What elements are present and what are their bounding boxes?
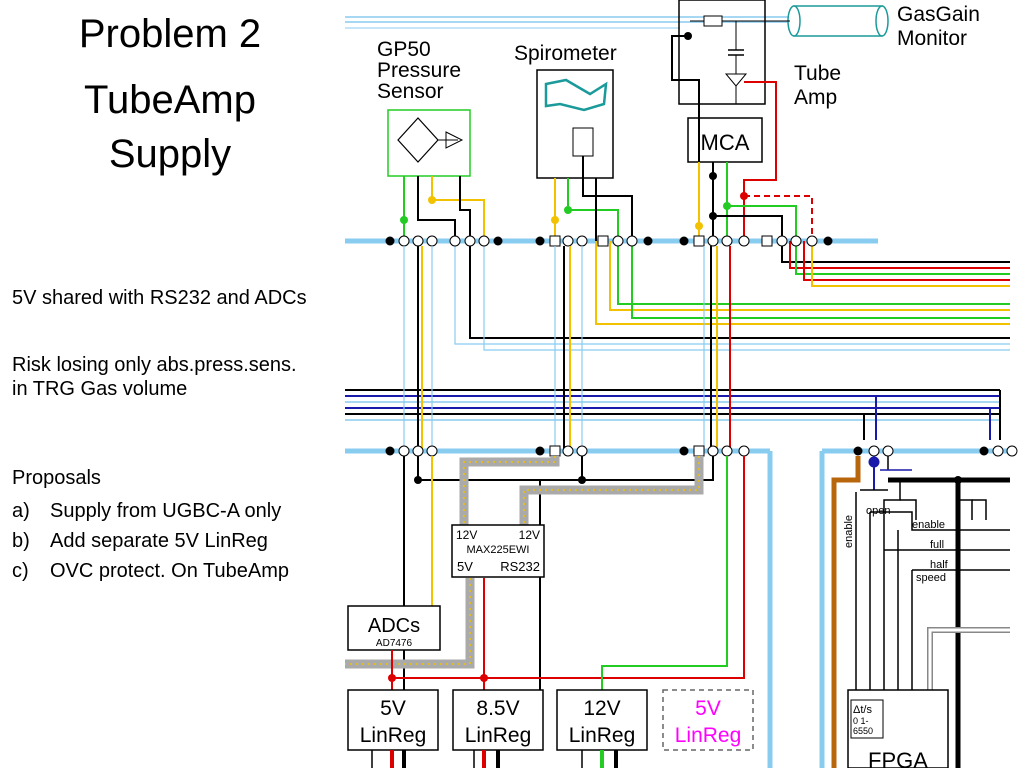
fpga-label: FPGA xyxy=(868,748,928,768)
proposal-letter: b) xyxy=(12,530,30,552)
right-running-wires xyxy=(454,241,1010,351)
max-chip-5v: 5V xyxy=(457,559,473,574)
mca-label: MCA xyxy=(701,130,750,155)
max-chip-12v-left: 12V xyxy=(456,528,477,542)
adcs-part: AD7476 xyxy=(376,638,413,649)
regulator-8v5 xyxy=(452,689,544,751)
logic-open: open xyxy=(866,505,890,517)
proposal-item: a) Supply from UGBC-A only xyxy=(12,500,281,523)
top-signal-lines xyxy=(345,16,790,29)
mid-wire-bundle xyxy=(345,389,1001,440)
red-power-wires xyxy=(388,456,745,690)
gp50-wires xyxy=(400,176,485,241)
title-line-2: TubeAmp xyxy=(84,78,256,122)
max-chip-part: MAX225EWI xyxy=(467,544,530,556)
tube-amp-label-1: Tube xyxy=(794,62,841,85)
mca-box xyxy=(687,117,763,163)
fpga-range-1: 0 1- xyxy=(853,716,869,726)
spirometer-label: Spirometer xyxy=(514,42,617,65)
logic-enable-vertical: enable xyxy=(843,515,855,548)
regulator-5v-proposed-label: LinReg xyxy=(675,724,742,747)
risk-note-line-2: in TRG Gas volume xyxy=(12,378,188,400)
max-cables xyxy=(345,456,704,669)
mca-wires xyxy=(671,35,813,241)
lower-bus-connectors xyxy=(385,445,1018,457)
regulator-8v5-voltage: 8.5V xyxy=(476,697,519,720)
proposal-item: c) OVC protect. On TubeAmp xyxy=(12,560,289,583)
spirometer-wires xyxy=(551,156,633,241)
proposals-heading: Proposals xyxy=(12,467,101,489)
regulator-12v xyxy=(556,689,648,751)
regulator-12v-voltage: 12V xyxy=(583,697,620,720)
proposal-text: Add separate 5V LinReg xyxy=(50,530,268,552)
regulator-5v-label: LinReg xyxy=(360,724,427,747)
regulator-5v-voltage: 5V xyxy=(380,697,406,720)
proposal-text: OVC protect. On TubeAmp xyxy=(50,560,289,582)
gp50-sensor xyxy=(387,109,471,177)
gp50-label-3: Sensor xyxy=(377,80,444,103)
fpga-dt-block xyxy=(850,699,884,739)
proposal-item: b) Add separate 5V LinReg xyxy=(12,530,268,553)
proposal-letter: a) xyxy=(12,500,30,522)
max-chip-12v-right: 12V xyxy=(519,528,540,542)
regulator-5v-proposed xyxy=(662,689,754,751)
max-chip xyxy=(451,524,545,578)
gasgain-label-1: GasGain xyxy=(897,3,980,26)
regulator-5v-proposed-voltage: 5V xyxy=(695,697,721,720)
tube-amp-label-2: Amp xyxy=(794,86,837,109)
shared-note: 5V shared with RS232 and ADCs xyxy=(12,287,307,309)
tube-amp-box xyxy=(678,0,790,105)
spirometer-device xyxy=(536,69,614,179)
gasgain-cylinder xyxy=(787,5,889,37)
fpga-range-2: 6550 xyxy=(853,726,873,736)
regulator-12v-label: LinReg xyxy=(569,724,636,747)
adcs-box xyxy=(347,605,441,651)
title-line-3: Supply xyxy=(108,132,232,176)
logic-speed: speed xyxy=(916,572,946,584)
logic-half: half xyxy=(930,559,949,571)
proposal-text: Supply from UGBC-A only xyxy=(50,500,282,522)
vertical-drops xyxy=(403,246,731,451)
regulator-8v5-label: LinReg xyxy=(465,724,532,747)
gp50-label-2: Pressure xyxy=(377,59,461,82)
regulator-outputs xyxy=(371,750,618,768)
logic-enable: enable xyxy=(912,519,945,531)
proposal-letter: c) xyxy=(12,560,29,582)
max-chip-rs232: RS232 xyxy=(500,559,540,574)
gasgain-label-2: Monitor xyxy=(897,27,967,50)
fpga-dt: Δt/s xyxy=(853,704,872,716)
risk-note-line-1: Risk losing only abs.press.sens. xyxy=(12,354,297,376)
regulator-5v xyxy=(347,689,439,751)
adcs-label: ADCs xyxy=(368,615,420,637)
title-line-1: Problem 2 xyxy=(78,12,262,56)
logic-full: full xyxy=(930,539,944,551)
gp50-label-1: GP50 xyxy=(377,38,431,61)
logic-circuit xyxy=(831,456,1010,768)
